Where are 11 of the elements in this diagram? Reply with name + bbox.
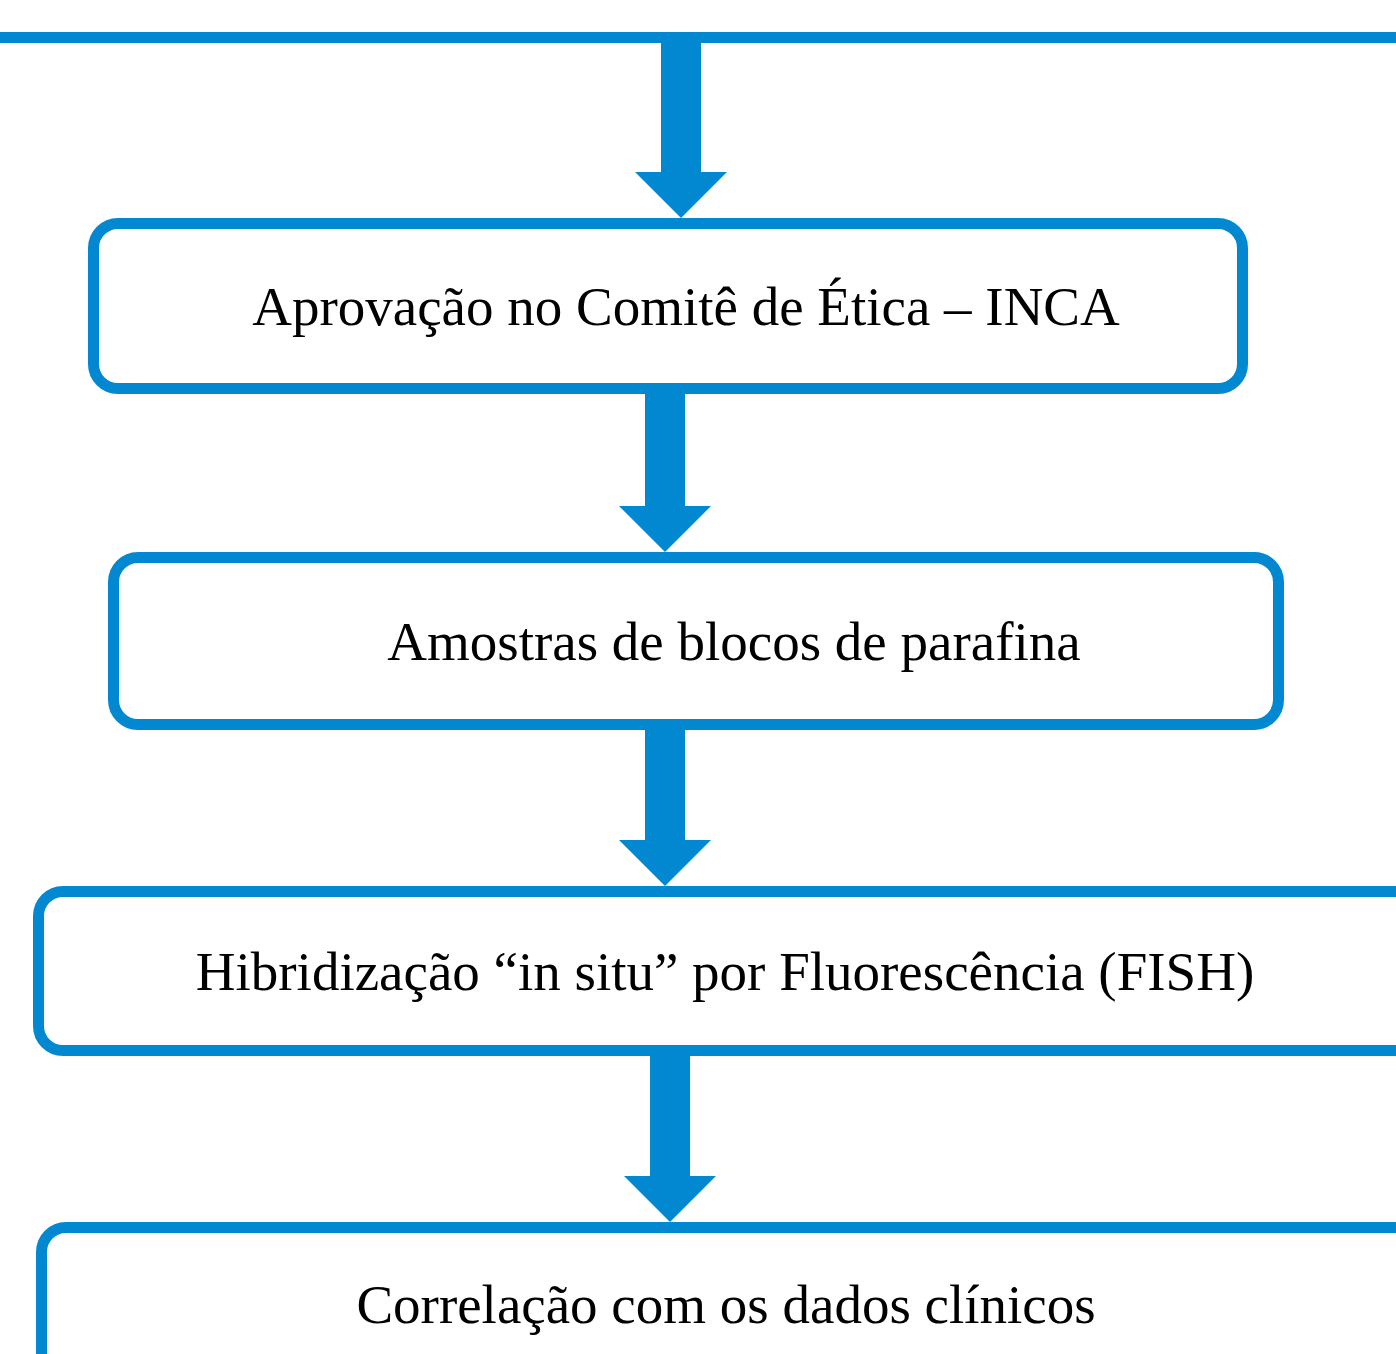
step-text: Correlação com os dados clínicos <box>356 1273 1096 1336</box>
block-arrow <box>619 394 711 552</box>
block-arrow <box>635 43 727 218</box>
step-text: Hibridização “in situ” por Fluorescência (FISH) <box>195 939 1255 1003</box>
step-text: Aprovação no Comitê de Ética – INCA <box>252 274 1120 338</box>
process-box <box>36 1222 1396 1354</box>
process-box <box>88 218 1248 394</box>
block-arrow <box>619 730 711 886</box>
process-box <box>108 552 1284 730</box>
process-box <box>33 886 1396 1056</box>
step-text: Amostras de blocos de parafina <box>387 609 1081 673</box>
